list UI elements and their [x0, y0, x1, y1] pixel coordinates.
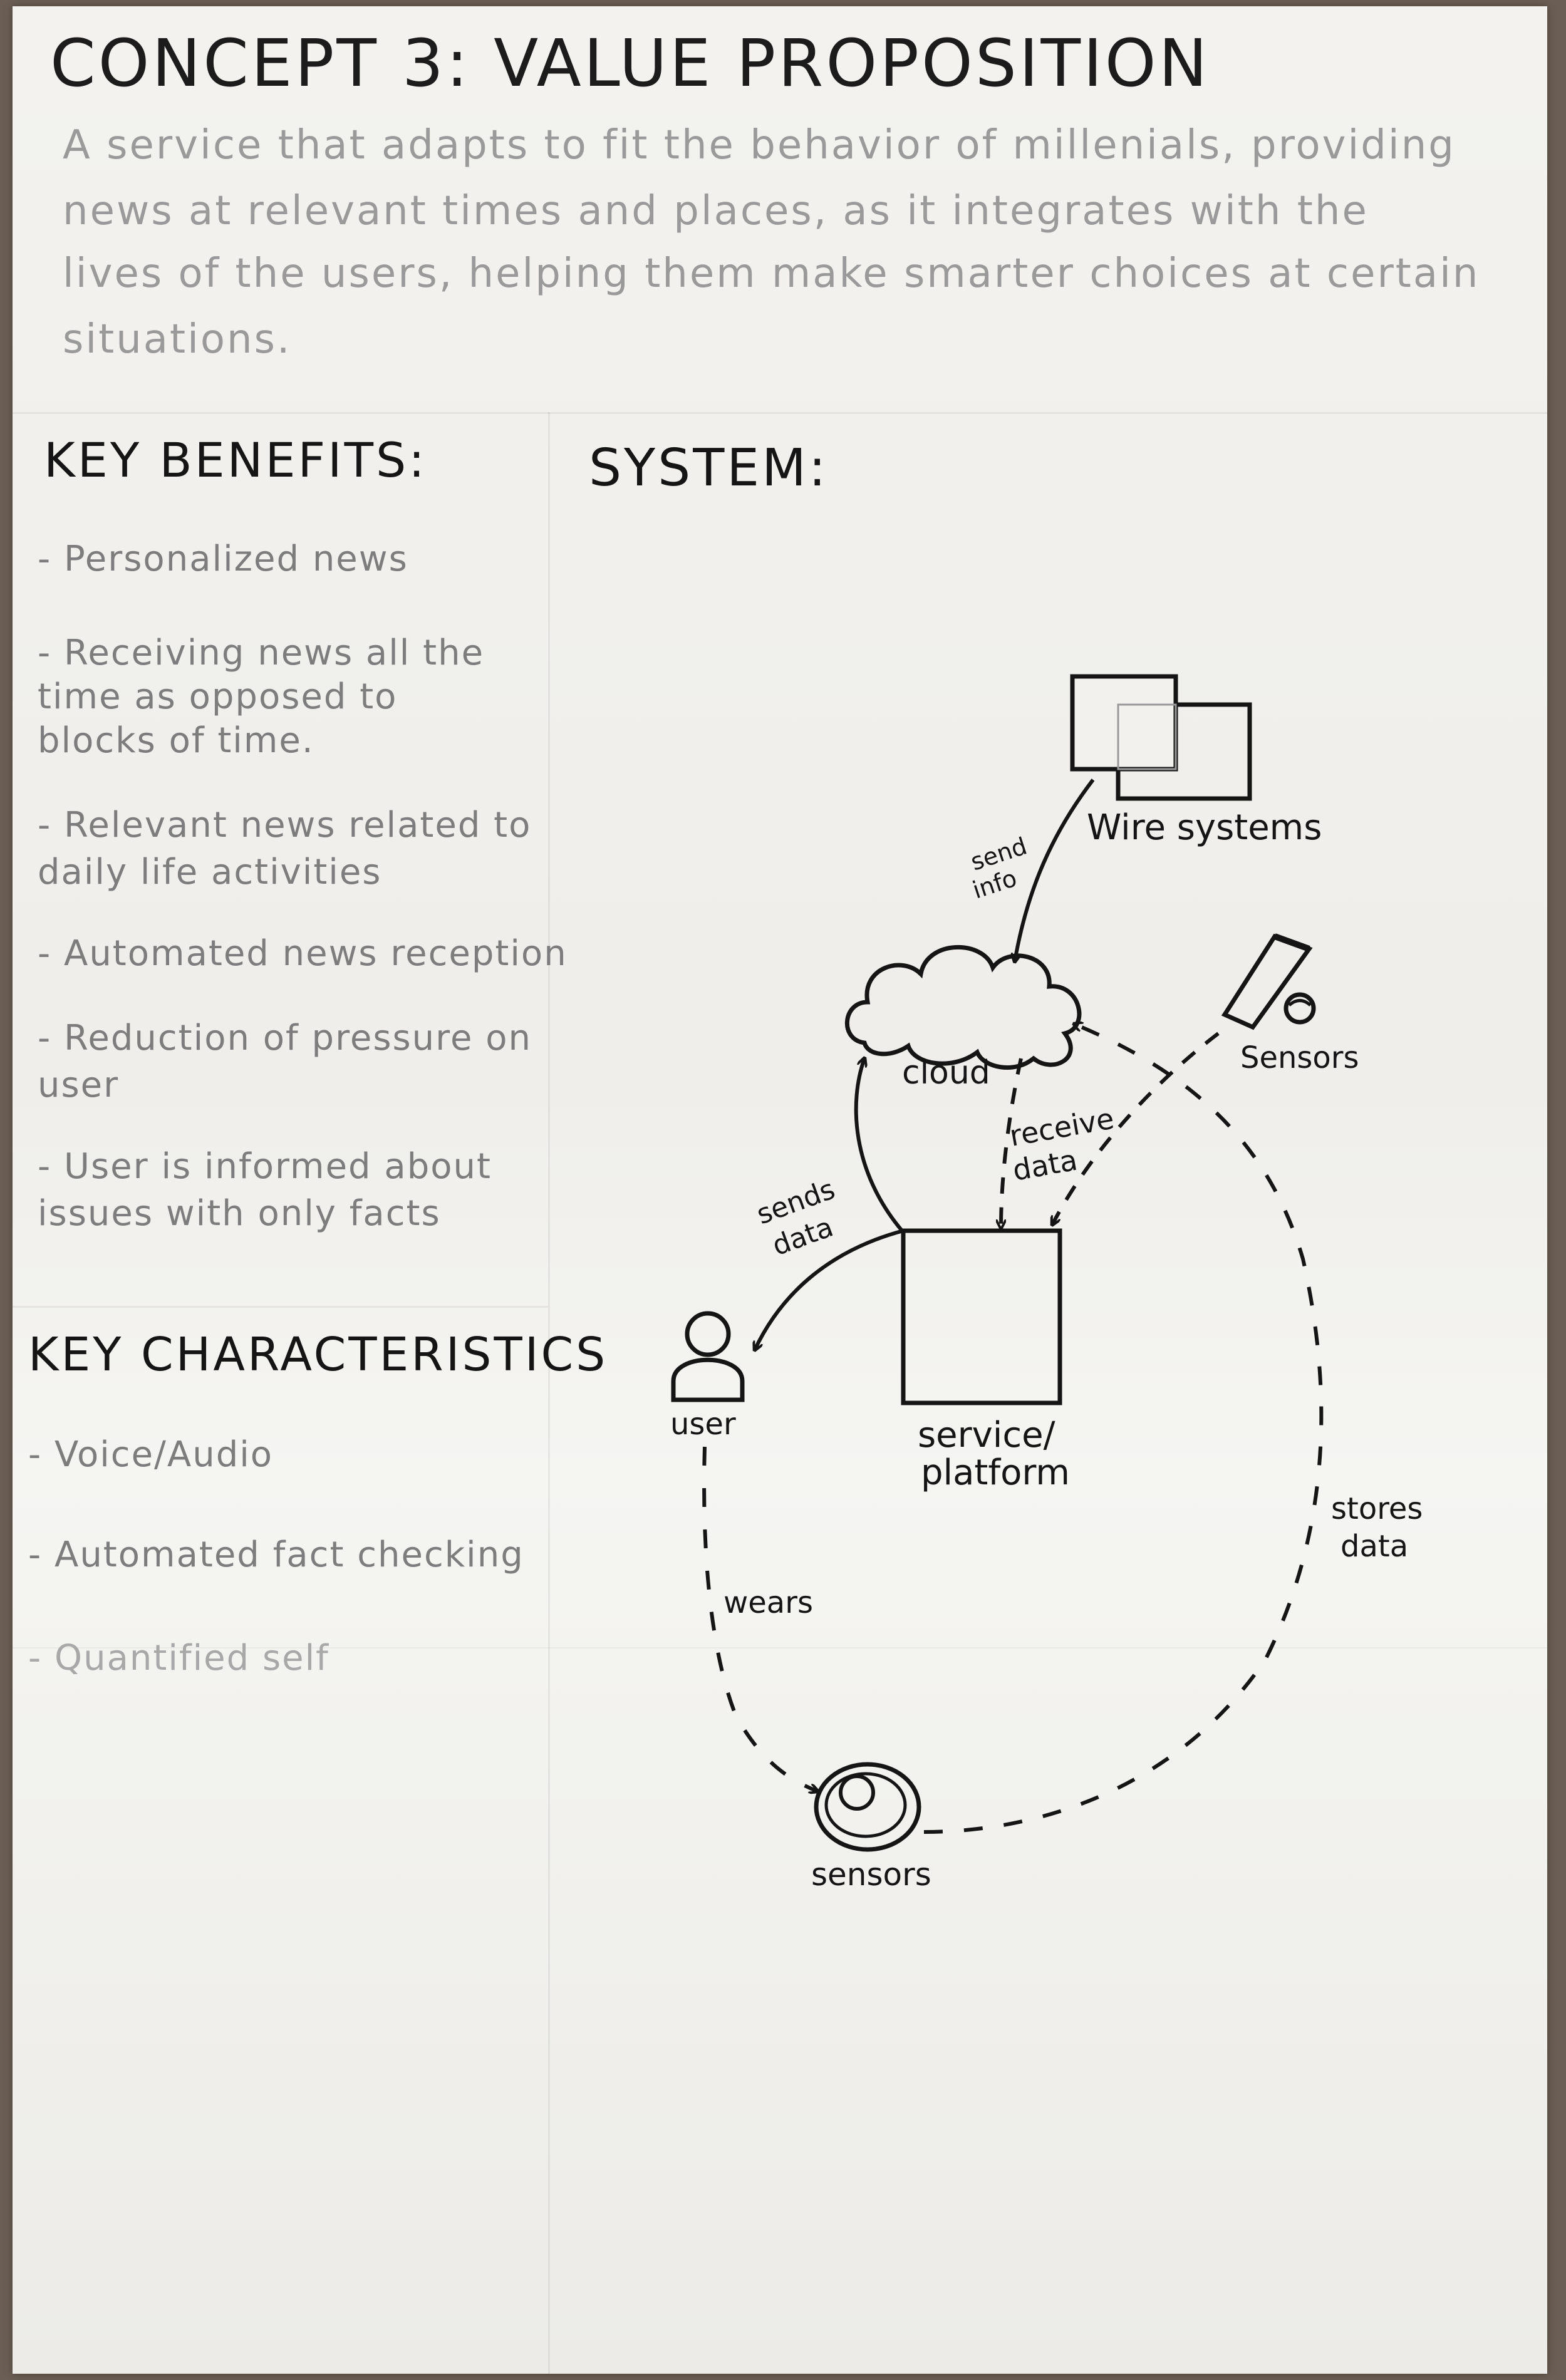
characteristic-item: - Voice/Audio — [28, 1434, 274, 1475]
sensors-bottom-icon — [814, 1762, 921, 1852]
edge-receive-data-sensors — [1052, 1032, 1220, 1224]
system-title: SYSTEM: — [589, 438, 829, 498]
wears-label: wears — [723, 1585, 813, 1620]
edge-receive-data-cloud — [1001, 1058, 1023, 1228]
edge-sends-data-cloud — [854, 1058, 904, 1232]
user-label: user — [670, 1407, 736, 1442]
paper-fold — [13, 1647, 1547, 1648]
service-platform-label-1: service/ — [918, 1415, 1055, 1456]
page-title: CONCEPT 3: VALUE PROPOSITION — [50, 25, 1210, 101]
service-platform-box — [901, 1228, 1062, 1405]
benefit-item: - Relevant news related to — [38, 805, 532, 846]
edge-wears — [702, 1446, 817, 1791]
benefit-item-cont: blocks of time. — [38, 720, 314, 761]
column-divider — [548, 412, 550, 2374]
characteristic-item: - Automated fact checking — [28, 1534, 524, 1575]
benefit-item: - Reduction of pressure on — [38, 1018, 532, 1058]
sensors-bottom-label: sensors — [811, 1856, 931, 1893]
key-benefits-title: KEY BENEFITS: — [44, 432, 427, 488]
stores-data-label-1: stores — [1331, 1491, 1423, 1526]
paper-sheet — [13, 6, 1547, 2374]
key-characteristics-title: KEY CHARACTERISTICS — [28, 1328, 608, 1382]
cloud-label: cloud — [902, 1054, 990, 1092]
benefit-item-cont: time as opposed to — [38, 676, 398, 717]
description-line-4: situations. — [63, 316, 292, 363]
benefit-item: - Personalized news — [38, 539, 408, 579]
header-divider — [13, 412, 1547, 414]
cloud-icon — [845, 945, 1082, 1070]
sensors-top-icon — [1221, 933, 1316, 1030]
stores-data-label-2: data — [1340, 1529, 1408, 1564]
benefit-item: - Receiving news all the — [38, 633, 485, 673]
characteristic-item: - Quantified self — [28, 1638, 329, 1679]
edge-sends-data-user — [755, 1229, 904, 1350]
benefit-item-cont: issues with only facts — [38, 1193, 441, 1234]
benefit-item-cont: daily life activities — [38, 852, 382, 892]
benefit-item-cont: user — [38, 1065, 120, 1105]
description-line-3: lives of the users, helping them make sm… — [63, 251, 1480, 297]
description-line-2: news at relevant times and places, as it… — [63, 188, 1369, 234]
benefit-item: - Automated news reception — [38, 933, 568, 974]
left-column-divider — [13, 1306, 548, 1308]
user-icon — [671, 1311, 745, 1402]
service-platform-label-2: platform — [921, 1452, 1070, 1493]
wire-systems-label: Wire systems — [1087, 807, 1322, 848]
benefit-item: - User is informed about — [38, 1146, 492, 1187]
description-line-1: A service that adapts to fit the behavio… — [63, 122, 1456, 168]
edge-send-info — [1015, 779, 1095, 961]
wire-systems-icon — [1070, 674, 1252, 801]
sensors-top-label: Sensors — [1240, 1040, 1359, 1075]
